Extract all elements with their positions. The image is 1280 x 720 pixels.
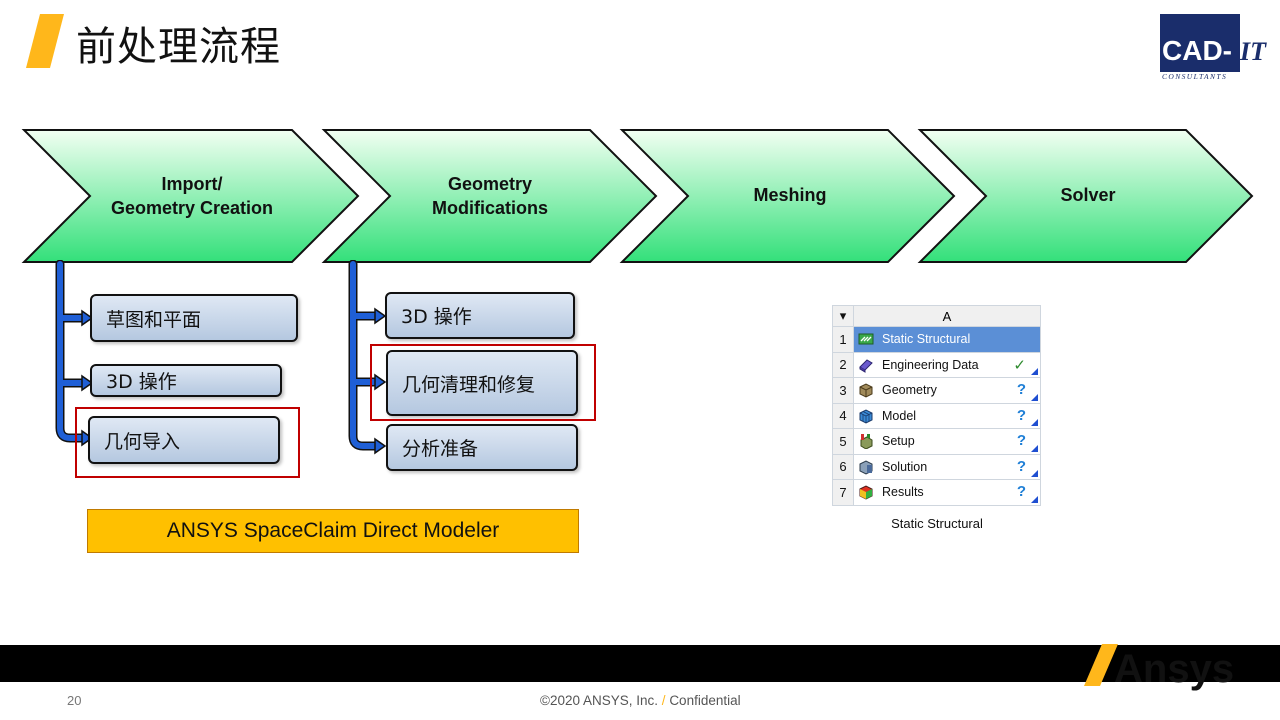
- highlight-geometry-cleanup: [370, 344, 596, 421]
- model-icon: [859, 408, 873, 424]
- logo-text-main: CAD-: [1162, 35, 1232, 66]
- question-icon: ?: [1016, 432, 1026, 449]
- step-label-import: Import/Geometry Creation: [110, 174, 274, 218]
- wb-row-static-structural[interactable]: 1 Static Structural: [832, 326, 1041, 353]
- corner-indicator-icon: [1031, 368, 1038, 375]
- title-accent-slash: [26, 14, 64, 68]
- corner-indicator-icon: [1031, 393, 1038, 401]
- wb-row-engineering-data[interactable]: 2 Engineering Data ✓: [832, 351, 1041, 378]
- spaceclaim-label: ANSYS SpaceClaim Direct Modeler: [87, 509, 579, 553]
- wb-row-solution[interactable]: 6 Solution ?: [832, 453, 1041, 480]
- wb-row-geometry[interactable]: 3 Geometry ?: [832, 377, 1041, 404]
- chevron-step-1: [21, 129, 360, 263]
- corner-indicator-icon: [1031, 495, 1038, 503]
- collapse-toggle[interactable]: ▾: [832, 305, 854, 327]
- item-geometry-import: 几何导入: [88, 416, 280, 464]
- workbench-system-block: ▾ A 1 Static Structural 2 Engineering Da…: [832, 305, 1044, 515]
- footer-bar: [0, 645, 1280, 682]
- item-3d-operations-col2: 3D 操作: [385, 292, 575, 339]
- question-icon: ?: [1016, 406, 1026, 424]
- corner-indicator-icon: [1031, 419, 1038, 426]
- chevron-step-3: [619, 129, 956, 263]
- corner-indicator-icon: [1031, 470, 1038, 477]
- item-analysis-preparation: 分析准备: [386, 424, 578, 471]
- setup-icon: [860, 434, 873, 449]
- wb-row-setup[interactable]: 5 Setup ?: [832, 428, 1041, 455]
- system-column-header: A: [853, 305, 1041, 327]
- workbench-system-caption: Static Structural: [891, 516, 983, 531]
- question-icon: ?: [1016, 457, 1026, 475]
- item-3d-operations-col1: 3D 操作: [90, 364, 282, 397]
- connector-arrows: [55, 260, 387, 455]
- copyright-notice: ©2020 ANSYS, Inc. / Confidential: [540, 693, 741, 708]
- wb-row-label: Static Structural: [882, 332, 971, 346]
- page-number: 20: [67, 693, 82, 708]
- highlight-geometry-import: [75, 407, 300, 478]
- step-label-solver: Solver: [1060, 185, 1116, 205]
- item-sketch-and-plane: 草图和平面: [90, 294, 298, 342]
- item-geometry-cleanup-repair: 几何清理和修复: [386, 350, 578, 416]
- geometry-icon: [859, 383, 873, 398]
- page-title: 前处理流程: [76, 24, 281, 70]
- ansys-wordmark: Ansys: [1114, 647, 1234, 691]
- cad-it-logo: CAD- IT CONSULTANTS: [1160, 14, 1280, 82]
- analysis-system-icon: [858, 333, 874, 345]
- logo-text-it: IT: [1239, 37, 1267, 66]
- results-icon: [859, 485, 873, 500]
- corner-indicator-icon: [1031, 444, 1038, 452]
- logo-subtitle: CONSULTANTS: [1162, 72, 1228, 81]
- question-icon: ?: [1016, 381, 1026, 398]
- copyright-slash: /: [661, 693, 666, 708]
- engineering-data-icon: [859, 358, 873, 373]
- wb-row-results[interactable]: 7 Results ?: [832, 479, 1041, 506]
- solution-icon: [859, 459, 873, 475]
- ansys-logo: Ansys: [1084, 644, 1234, 691]
- workflow-chevrons: [21, 129, 1254, 263]
- step-label-meshing: Meshing: [753, 185, 827, 205]
- chevron-step-4: [917, 129, 1254, 263]
- question-icon: ?: [1016, 483, 1026, 500]
- chevron-step-2: [321, 129, 658, 263]
- wb-row-model[interactable]: 4 Model ?: [832, 402, 1041, 429]
- check-icon: ✓: [1013, 356, 1026, 374]
